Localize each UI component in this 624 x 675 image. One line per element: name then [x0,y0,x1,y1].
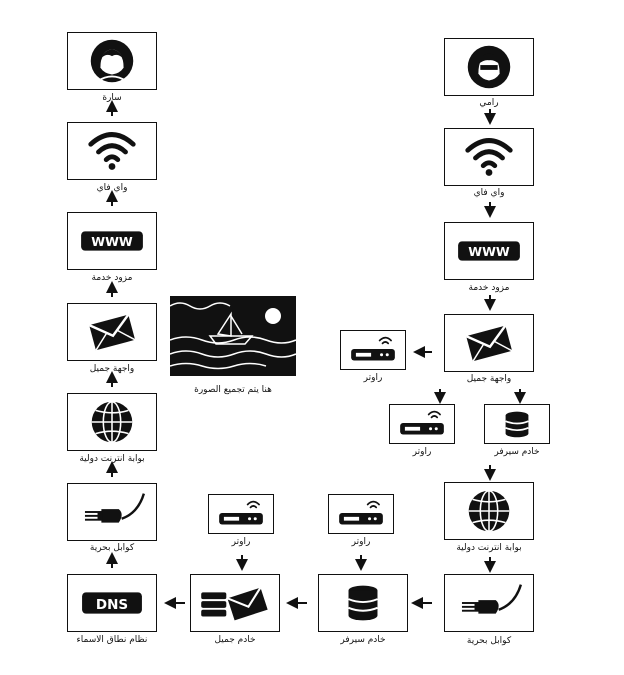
email-if-right-box [444,314,534,372]
www-icon: WWW [458,241,520,261]
label-router-mid: راوتر [412,447,432,457]
label-router-b2: راوتر [351,537,371,547]
router-side-box [340,330,406,370]
server-envelope-icon [201,587,268,621]
cable-plug-icon [461,584,523,614]
label-photo-caption: هنا يتم تجميع الصورة [194,385,272,395]
label-gateway-left: بوابة انترنت دولية [79,454,145,464]
www-icon: WWW [81,231,143,251]
dns-text: DNS [96,597,128,613]
cables-right-box [444,574,534,632]
wifi-left-box [67,122,157,180]
person-rami-box [444,38,534,96]
label-cables-right: كوابل بحرية [466,636,512,646]
label-router-b1: راوتر [231,537,251,547]
label-server-right: خادم سيرفر [494,447,540,457]
label-wifi-left: واي فاي [96,183,128,193]
globe-icon [91,400,133,444]
person-icon [90,39,134,83]
server-right-box [484,404,550,444]
router-icon [400,410,444,435]
router-icon [339,500,383,525]
router-b1-box [208,494,274,534]
wifi-icon [88,132,136,170]
router-icon [351,336,395,361]
label-email-server: خادم جميل [214,635,256,645]
router-b2-box [328,494,394,534]
label-gateway-right: بوابة انترنت دولية [456,543,522,553]
label-cables-left: كوابل بحرية [89,543,135,553]
gateway-left-box [67,393,157,451]
label-isp-right: مزود خدمة [468,283,510,293]
label-router-side: راوتر [363,373,383,383]
router-mid-box [389,404,455,444]
router-icon [219,500,263,525]
label-isp-left: مزود خدمة [91,273,133,283]
label-rami: رامي [479,98,499,108]
www-text: WWW [91,234,133,249]
label-email-if-left: واجهة جميل [89,364,135,374]
email-server-box [190,574,280,632]
wifi-right-box [444,128,534,186]
isp-left-box: WWW [67,212,157,270]
gateway-right-box [444,482,534,540]
dns-box: DNS [67,574,157,632]
wifi-icon [465,138,513,176]
photo-image [169,296,297,376]
boat-scene-icon [169,296,297,376]
label-server-bottom: خادم سيرفر [340,635,386,645]
label-dns: نظام نطاق الاسماء [76,635,148,645]
cables-left-box [67,483,157,541]
person-icon [467,45,511,89]
envelope-icon [88,313,136,351]
isp-right-box: WWW [444,222,534,280]
label-sara: سارة [102,93,122,103]
database-icon [348,585,378,621]
envelope-icon [465,324,513,362]
email-if-left-box [67,303,157,361]
server-bottom-box [318,574,408,632]
person-sara-box [67,32,157,90]
database-icon [505,411,529,438]
dns-icon: DNS [82,592,142,614]
cable-plug-icon [84,493,146,523]
www-text: WWW [468,244,510,259]
label-wifi-right: واي فاي [473,188,505,198]
globe-icon [468,489,510,533]
label-email-if-right: واجهة جميل [466,374,512,384]
